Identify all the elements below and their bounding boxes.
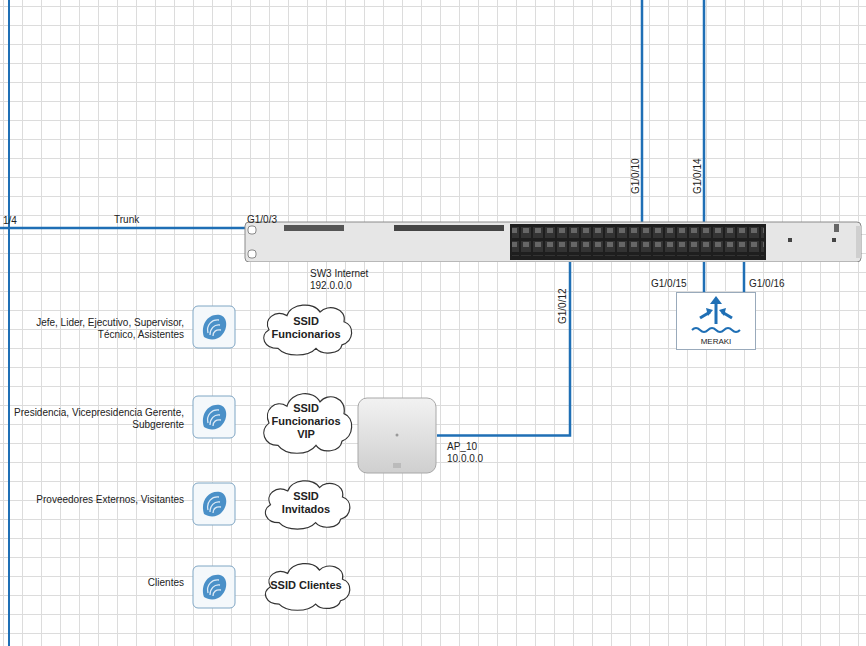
shape-outline: [192, 395, 236, 439]
group-label: Clientes: [4, 577, 184, 589]
link-line: [437, 262, 570, 436]
switch-label: SW3 Internet 192.0.0.0: [310, 268, 386, 292]
switch-node: SW3 Internet 192.0.0.0: [244, 212, 862, 262]
group-label: Presidencia, Vicepresidencia Gerente, Su…: [4, 407, 184, 431]
cloud-node: SSID Funcionarios: [256, 297, 356, 359]
group-node: Proveedores Externos, Visitantes: [192, 482, 236, 526]
meraki-node: MERAKI: [676, 292, 756, 350]
port-label: G1/0/3: [247, 214, 277, 226]
shape-outline: [244, 212, 862, 262]
meraki-label: MERAKI: [676, 337, 756, 347]
group-node: Presidencia, Vicepresidencia Gerente, Su…: [192, 395, 236, 439]
cloud-label: SSID Clientes: [270, 579, 343, 592]
shape-outline: [192, 565, 236, 609]
group-label: Jefe, Lider, Ejecutivo, Supervisor, Técn…: [4, 317, 184, 341]
cloud-label: SSID Funcionarios: [268, 315, 344, 341]
port-label: G1/0/12: [557, 288, 569, 324]
group-node: Jefe, Lider, Ejecutivo, Supervisor, Técn…: [192, 305, 236, 349]
port-label: Trunk: [114, 214, 139, 226]
link-line: [743, 262, 746, 292]
shape-outline: [192, 305, 236, 349]
cloud-node: SSID Funcionarios VIP: [256, 384, 356, 458]
group-node: Clientes: [192, 565, 236, 609]
cloud-label: SSID Funcionarios VIP: [268, 402, 344, 441]
ap-label: AP_10 10.0.0.0: [447, 441, 499, 465]
cloud-label: SSID Invitados: [270, 490, 343, 516]
port-label: G1/0/14: [692, 158, 704, 194]
group-label: Proveedores Externos, Visitantes: [4, 494, 184, 506]
link-line: [703, 262, 706, 292]
port-label: G1/0/15: [651, 278, 687, 290]
cloud-node: SSID Clientes: [258, 556, 354, 614]
shape-outline: [192, 482, 236, 526]
port-label: G1/0/16: [749, 278, 785, 290]
port-label: G1/0/10: [630, 158, 642, 194]
cloud-node: SSID Invitados: [258, 473, 354, 533]
port-label: 1/4: [3, 215, 17, 227]
shape-outline: [357, 397, 437, 474]
ap-node: AP_10 10.0.0.0: [357, 397, 437, 474]
